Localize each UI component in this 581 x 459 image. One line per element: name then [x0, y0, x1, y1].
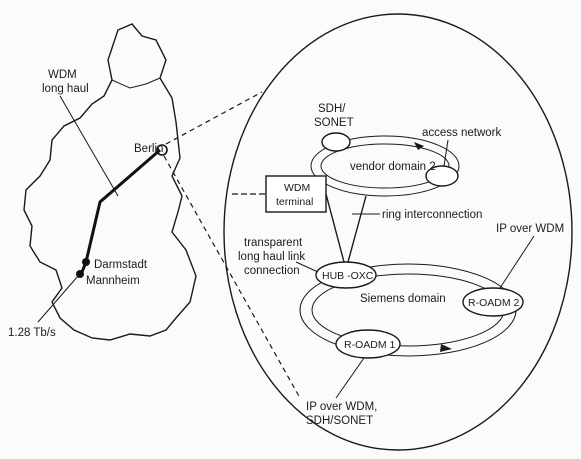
- zoom-ellipse: [223, 13, 573, 451]
- ip-over-wdm-right-label: IP over WDM: [496, 223, 564, 235]
- transparent-label-3: connection: [244, 265, 300, 277]
- berlin-label: Berlin: [134, 143, 163, 155]
- bitrate-pointer: [37, 275, 79, 323]
- hub-oxc-node: [315, 261, 377, 289]
- access-network-label: access network: [422, 127, 502, 139]
- access-node: [425, 165, 459, 187]
- wdm-long-haul-label-2: long haul: [42, 83, 89, 95]
- transparent-label-1: transparent: [244, 237, 303, 249]
- germany-map-outline: [23, 23, 197, 341]
- wdm-terminal-box: [265, 175, 327, 213]
- access-network-pointer: [443, 139, 449, 167]
- roadm1-label: R-OADM 1: [344, 339, 395, 351]
- long-haul-link: [80, 148, 161, 273]
- roadm2-node: [462, 287, 524, 317]
- ip-bottom-label-1: IP over WDM,: [306, 401, 377, 413]
- vendor-ring-arrow: [414, 142, 424, 150]
- terminal-to-hub-line: [325, 193, 345, 263]
- ip-over-wdm-right-pointer: [499, 235, 535, 289]
- darmstadt-node: [82, 258, 90, 266]
- wdm-long-haul-pointer: [59, 95, 119, 197]
- transparent-label-2: long haul link: [238, 251, 305, 263]
- berlin-node: [156, 144, 168, 156]
- wdm-terminal-label-2: terminal: [276, 196, 313, 208]
- sdh-node: [321, 132, 351, 152]
- siemens-domain-label: Siemens domain: [360, 293, 446, 305]
- vendor-ring-inner: [320, 143, 450, 189]
- wdm-long-haul-label-1: WDM: [48, 69, 77, 81]
- hub-oxc-label: HUB -OXC: [322, 270, 374, 282]
- transparent-pointer: [295, 261, 319, 273]
- mannheim-label: Mannheim: [86, 275, 140, 287]
- roadm2-label: R-OADM 2: [468, 297, 519, 309]
- ring-interconnection-label: ring interconnection: [382, 209, 482, 221]
- siemens-ring-arrow: [440, 344, 452, 352]
- darmstadt-label: Darmstadt: [94, 259, 148, 271]
- wdm-terminal-label-1: WDM: [284, 182, 310, 194]
- vendor-ring-outer: [310, 135, 460, 197]
- zoom-connector-bottom: [163, 155, 301, 399]
- bitrate-label: 1.28 Tb/s: [8, 327, 56, 339]
- zoom-connector-top: [165, 91, 263, 145]
- sdh-label-1: SDH/: [318, 103, 346, 115]
- vendor-domain-label: vendor domain 2: [350, 161, 436, 173]
- ip-bottom-label-2: SDH/SONET: [306, 415, 373, 427]
- ip-bottom-pointer: [335, 357, 365, 399]
- ring-interconnection-link: [347, 195, 367, 263]
- map-inner-border: [111, 77, 161, 89]
- sdh-label-2: SONET: [314, 117, 354, 129]
- roadm1-node: [335, 329, 401, 359]
